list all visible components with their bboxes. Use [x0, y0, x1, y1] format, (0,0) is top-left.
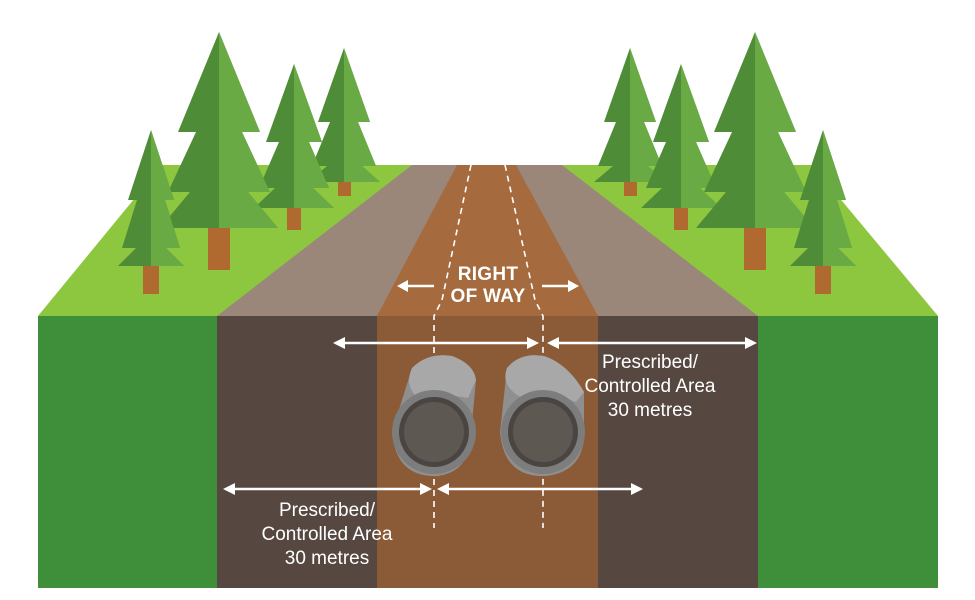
- pipe-left: [392, 355, 476, 477]
- span-arrow-upper-left: [333, 337, 539, 349]
- right-area-label-line1: Prescribed/: [602, 352, 699, 373]
- span-arrow-upper-right: [547, 337, 757, 349]
- left-area-label-line1: Prescribed/: [279, 500, 376, 521]
- right-of-way-arrow-right: [542, 280, 579, 292]
- right-of-way-label-line2: OF WAY: [451, 286, 526, 307]
- right-of-way-label-line1: RIGHT: [458, 264, 519, 285]
- span-arrow-lower-left: [223, 483, 432, 495]
- right-area-label-line2: Controlled Area: [585, 376, 716, 397]
- pipe-centerline-left: [433, 164, 472, 528]
- span-arrow-lower-right: [437, 483, 643, 495]
- grass-side-left: [38, 316, 217, 588]
- right-of-way-top-surface: [377, 165, 598, 316]
- left-area-label-line2: Controlled Area: [262, 524, 393, 545]
- tree-left-mid: [254, 64, 334, 230]
- right-of-way-arrow-left: [397, 280, 434, 292]
- pipe-right: [500, 355, 585, 477]
- left-area-label-line3: 30 metres: [285, 548, 369, 569]
- tree-left-back: [308, 48, 380, 196]
- tree-right-large: [696, 32, 814, 270]
- tree-left-large: [160, 32, 278, 270]
- tree-right-front: [790, 130, 856, 294]
- right-area-label-line3: 30 metres: [608, 400, 692, 421]
- pipe-centerline-right: [504, 164, 544, 528]
- tree-right-back: [594, 48, 666, 196]
- tree-right-mid: [641, 64, 721, 230]
- grass-side-right: [758, 316, 938, 588]
- tree-left-front: [118, 130, 184, 294]
